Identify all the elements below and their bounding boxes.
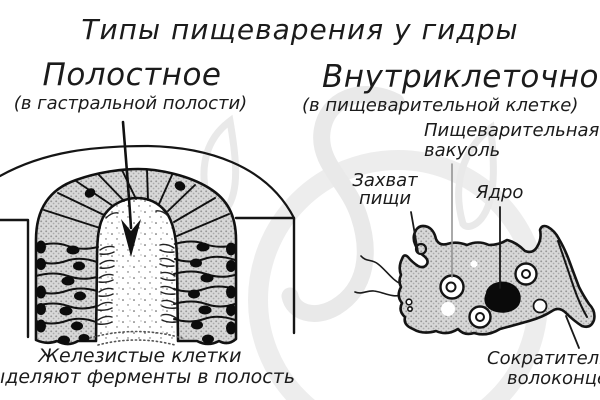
cell-nucleus [484, 281, 521, 313]
contractile-fiber-leader-line [565, 315, 580, 349]
left-caption-line1: Железистые клетки [38, 345, 242, 367]
cut-block-left [0, 218, 30, 339]
label-food-capture: Захват пищи [342, 172, 428, 208]
label-contractile-fiber-line1: Сократительное [487, 348, 600, 369]
right-heading: Внутриклеточное [322, 59, 600, 95]
figure-title: Типы пищеварения у гидры [81, 13, 519, 46]
cavity-arrow [121, 120, 141, 257]
digestive-cell-drawing [354, 224, 596, 336]
gastral-cavity [96, 199, 177, 340]
outer-dome-arc [0, 144, 296, 220]
label-food-capture-line2: пищи [358, 188, 412, 209]
left-heading: Полостное [42, 57, 222, 93]
cut-block-right [234, 216, 296, 335]
label-digestive-vacuole-line1: Пищеварительная [424, 120, 600, 141]
hydra-wall-cross-section [0, 120, 296, 346]
cell-body [397, 224, 596, 336]
flagella-left [97, 212, 119, 325]
right-subheading: (в пищеварительной клетке) [302, 95, 579, 116]
left-caption-line2: выделяют ферменты в полость [0, 366, 296, 388]
label-digestive-vacuole-line2: вакуоль [424, 140, 501, 161]
leader-lines [410, 163, 580, 349]
label-food-capture-line1: Захват [352, 170, 418, 191]
label-contractile-fiber-line2: волоконце [507, 368, 600, 389]
food-capture-leader-line [410, 211, 419, 253]
label-nucleus: Ядро [476, 182, 524, 203]
cell-layer [34, 167, 238, 346]
cell-row-walls-left [35, 242, 99, 325]
flagella-right [155, 210, 177, 323]
cell-flagella [354, 255, 403, 297]
left-subheading: (в гастральной полости) [13, 93, 248, 114]
label-digestive-vacuole: Пищеварительная вакуоль [424, 121, 599, 161]
cavity-fringe [89, 330, 183, 346]
tail-inner-edge [557, 240, 588, 318]
cell-nuclei [36, 181, 236, 345]
